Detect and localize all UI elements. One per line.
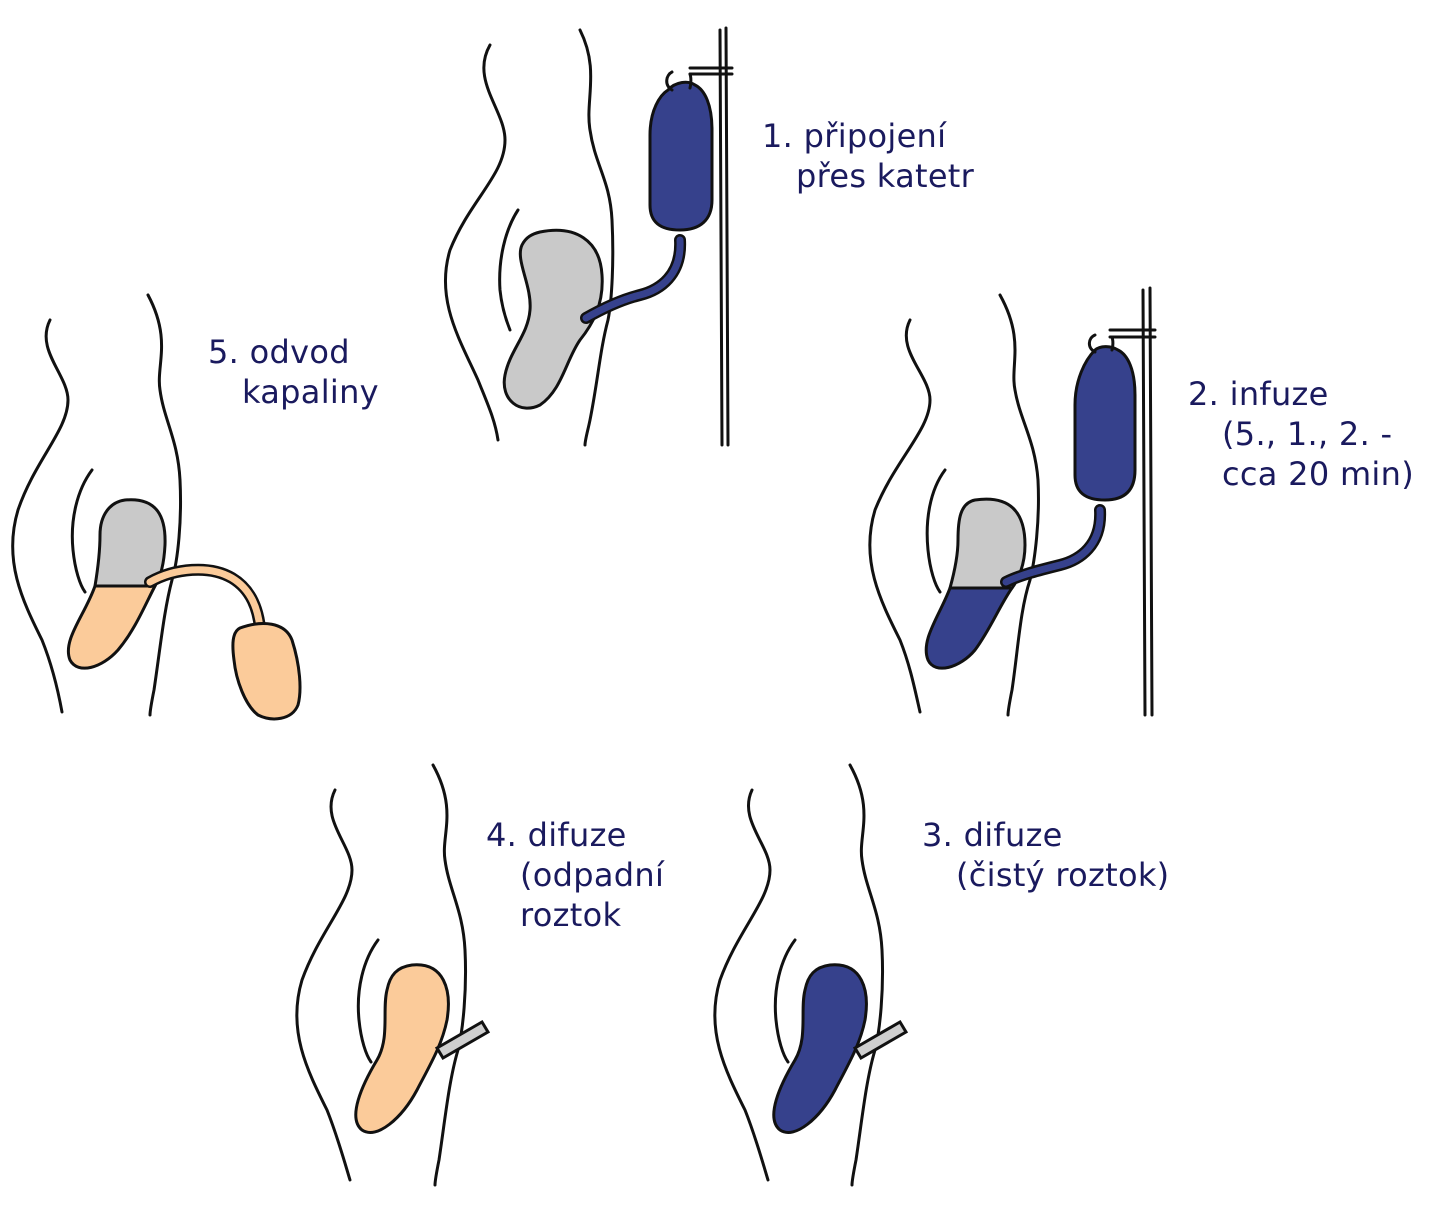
step-1-label: 1. připojení přes katetr xyxy=(762,116,974,196)
step-3-figure xyxy=(713,763,909,1187)
step-2-cavity-filled xyxy=(924,586,1014,670)
step-2-dialysate-bag xyxy=(1073,345,1137,502)
step-4-line-3: roztok xyxy=(520,896,622,934)
step-2-torso-outline xyxy=(868,293,1040,717)
step-2-line-2: (5., 1., 2. - xyxy=(1222,415,1393,453)
step-2-number: 2. xyxy=(1188,375,1220,413)
step-3-line-2: (čistý roztok) xyxy=(956,856,1170,894)
step-4-line-1: difuze xyxy=(527,816,627,854)
step-3-number: 3. xyxy=(922,816,954,854)
step-5-drain-bag xyxy=(231,622,302,721)
step-1-figure xyxy=(444,26,734,447)
step-2-catheter-tube-fill xyxy=(1002,506,1104,586)
step-4-catheter-stub xyxy=(434,1019,491,1061)
step-3-line-1: difuze xyxy=(963,816,1063,854)
step-4-figure xyxy=(295,763,491,1187)
step-5-line-1: odvod xyxy=(249,333,350,371)
step-3-catheter-stub xyxy=(852,1019,909,1061)
step-2-bag-hook xyxy=(1087,333,1115,354)
step-5-drain-tube-fill xyxy=(146,566,264,632)
step-1-catheter-tube-fill xyxy=(582,236,684,322)
step-4-torso-outline xyxy=(295,763,468,1187)
step-1-bag-hook xyxy=(665,70,693,92)
step-2-line-1: infuze xyxy=(1229,375,1329,413)
step-2-iv-pole xyxy=(1108,286,1157,717)
step-1-line-2: přes katetr xyxy=(796,157,975,195)
step-5-line-2: kapaliny xyxy=(242,373,379,411)
step-4-number: 4. xyxy=(486,816,518,854)
step-5-number: 5. xyxy=(208,333,240,371)
step-3-label: 3. difuze (čistý roztok) xyxy=(922,815,1169,895)
step-4-label: 4. difuze (odpadní roztok xyxy=(486,815,664,935)
step-1-torso-outline xyxy=(444,28,615,447)
step-2-figure xyxy=(868,286,1157,717)
step-5-torso-outline xyxy=(11,293,183,717)
step-4-cavity-filled xyxy=(354,963,450,1134)
step-3-torso-outline xyxy=(713,763,885,1187)
step-2-line-3: cca 20 min) xyxy=(1222,455,1414,493)
step-1-dialysate-bag xyxy=(648,80,714,232)
step-5-cavity-filled xyxy=(66,584,157,670)
step-1-number: 1. xyxy=(762,117,794,155)
step-2-label: 2. infuze (5., 1., 2. - cca 20 min) xyxy=(1188,374,1414,494)
step-1-cavity xyxy=(502,228,604,410)
step-1-line-1: připojení xyxy=(803,117,947,155)
step-5-figure xyxy=(11,293,302,721)
step-3-cavity-filled xyxy=(772,963,868,1134)
step-1-iv-pole xyxy=(688,26,734,447)
step-5-label: 5. odvod kapaliny xyxy=(208,332,379,412)
step-4-line-2: (odpadní xyxy=(520,856,665,894)
